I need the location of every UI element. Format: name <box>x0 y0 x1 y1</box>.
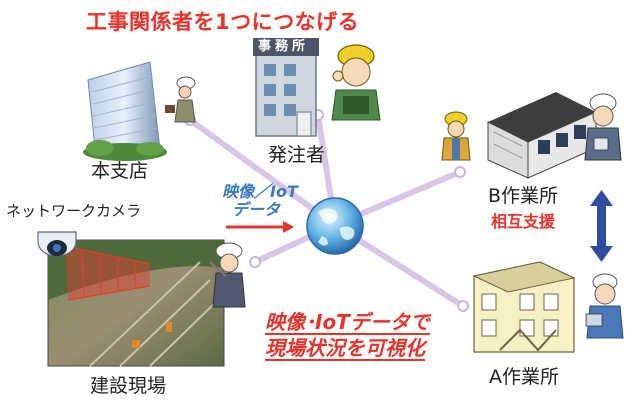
flow-label-line1: 映像／IoT <box>222 182 298 201</box>
link-head-office <box>187 117 338 228</box>
mutual-support-label: 相互支援 <box>491 212 556 231</box>
globe-icon <box>306 197 364 255</box>
flow-arrow-icon <box>226 221 294 233</box>
flow-label-line2: データ <box>232 200 281 219</box>
construction-site-label: 建設現場 <box>90 375 167 397</box>
client-office-building-icon <box>253 38 319 137</box>
walking-worker-icon <box>165 76 196 123</box>
a-site-label: A作業所 <box>489 366 559 388</box>
network-camera-icon <box>37 231 77 257</box>
office-sign-label: 事務所 <box>258 39 310 54</box>
client-worker-icon <box>331 44 381 121</box>
caption-line2: 現場状況を可視化 <box>265 336 425 361</box>
caption-line1: 映像･IoTデータで <box>265 310 430 335</box>
office-tower-icon <box>83 61 167 161</box>
camera-view-overlay <box>64 245 151 301</box>
b-site-worker-left-icon <box>441 111 471 161</box>
a-site-worker-icon <box>585 273 624 339</box>
site-worker-icon <box>209 242 246 308</box>
head-office-label: 本支店 <box>91 160 149 182</box>
b-site-building-icon <box>487 92 597 179</box>
b-site-worker-right-icon <box>584 93 622 161</box>
client-label: 発注者 <box>268 144 326 166</box>
b-site-label: B作業所 <box>488 185 559 207</box>
double-arrow-icon <box>590 190 613 262</box>
page-title: 工事関係者を1つにつなげる <box>86 10 360 34</box>
network-camera-label: ネットワークカメラ <box>6 202 142 220</box>
a-site-building-icon <box>472 261 576 353</box>
